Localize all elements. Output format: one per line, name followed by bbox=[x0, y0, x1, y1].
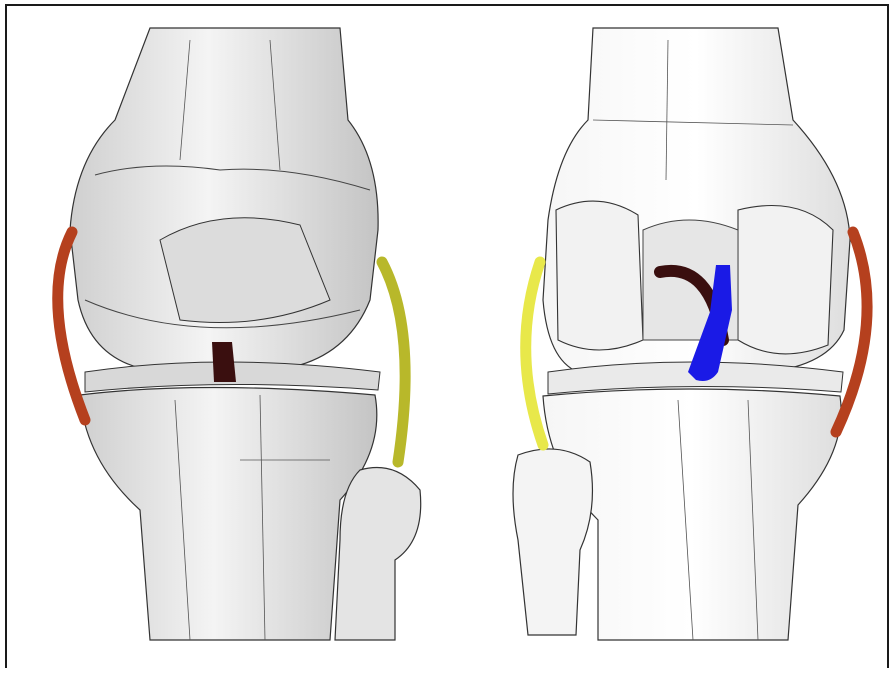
cruciate-ligament bbox=[212, 342, 236, 382]
medial-collateral-ligament bbox=[526, 262, 543, 445]
medial-collateral-ligament bbox=[382, 262, 405, 462]
tibia bbox=[80, 388, 377, 641]
medial-condyle bbox=[738, 206, 833, 354]
knee-anterior-view bbox=[0, 0, 448, 674]
fibula bbox=[513, 449, 592, 635]
fibula bbox=[335, 468, 421, 641]
lateral-condyle bbox=[556, 201, 643, 350]
knee-posterior-view bbox=[448, 0, 896, 674]
